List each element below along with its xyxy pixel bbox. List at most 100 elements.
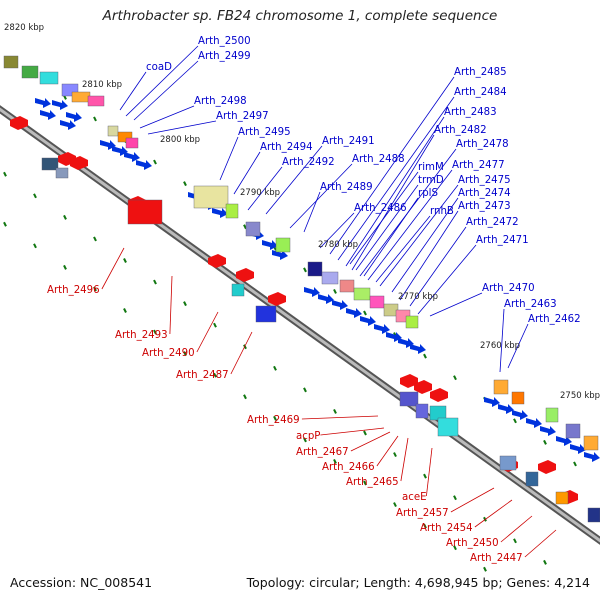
scale-label: 2800 kbp bbox=[160, 135, 200, 145]
gene-block bbox=[405, 315, 419, 329]
leader-line bbox=[147, 120, 217, 135]
leader-line bbox=[230, 331, 253, 375]
tick-mark bbox=[33, 193, 37, 199]
gene-label-arth-2494: Arth_2494 bbox=[260, 142, 313, 153]
leader-line bbox=[303, 191, 321, 233]
tick-mark bbox=[183, 351, 187, 357]
gene-label-arth-2493: Arth_2493 bbox=[115, 330, 168, 341]
leader-line bbox=[391, 197, 459, 293]
leader-line bbox=[301, 415, 379, 420]
gene-block bbox=[353, 287, 371, 301]
tick-mark bbox=[183, 181, 187, 187]
gene-label-arth-2488: Arth_2488 bbox=[352, 154, 405, 165]
gene-label-arth-2484: Arth_2484 bbox=[454, 87, 507, 98]
tick-mark bbox=[573, 461, 577, 467]
gene-block bbox=[493, 379, 509, 395]
tick-mark bbox=[303, 437, 307, 443]
tick-mark bbox=[303, 387, 307, 393]
tick-mark bbox=[453, 545, 457, 551]
leader-line bbox=[169, 275, 173, 335]
leader-line bbox=[119, 71, 147, 111]
tick-mark bbox=[333, 288, 337, 294]
gene-label-arth-2475: Arth_2475 bbox=[458, 175, 511, 186]
gene-label-arth-2478: Arth_2478 bbox=[456, 139, 509, 150]
reverse-gene-arrow bbox=[70, 156, 88, 170]
label-leaders bbox=[101, 45, 557, 558]
gene-block bbox=[307, 261, 323, 277]
forward-gene-arrow bbox=[540, 426, 556, 436]
tick-mark bbox=[483, 566, 487, 572]
forward-gene-arrow bbox=[124, 152, 140, 162]
scale-label: 2760 kbp bbox=[480, 341, 520, 351]
tick-mark bbox=[453, 375, 457, 381]
leader-line bbox=[265, 145, 323, 215]
leader-line bbox=[359, 148, 457, 277]
gene-label-rpls: rplS bbox=[418, 188, 438, 199]
forward-gene-arrow bbox=[212, 208, 228, 218]
tick-mark bbox=[393, 452, 397, 458]
reverse-gene-arrow bbox=[414, 380, 432, 394]
gene-label-rimm: rimM bbox=[418, 162, 444, 173]
gene-block bbox=[193, 185, 229, 209]
leader-line bbox=[233, 151, 261, 195]
leader-line bbox=[345, 116, 445, 267]
gene-block bbox=[3, 55, 19, 69]
forward-gene-arrow bbox=[410, 344, 426, 354]
forward-gene-arrow bbox=[374, 324, 390, 334]
forward-gene-arrow bbox=[512, 410, 528, 420]
gene-block bbox=[41, 157, 59, 171]
topology-stats: Topology: circular; Length: 4,698,945 bp… bbox=[246, 575, 590, 590]
gene-label-arth-2469: Arth_2469 bbox=[247, 415, 300, 426]
scale-label: 2750 kbp bbox=[560, 391, 600, 401]
scale-label: 2810 kbp bbox=[82, 80, 122, 90]
tick-mark bbox=[153, 329, 157, 335]
leader-line bbox=[376, 435, 399, 467]
gene-label-arth-2492: Arth_2492 bbox=[282, 157, 335, 168]
gene-label-arth-2463: Arth_2463 bbox=[504, 299, 557, 310]
forward-gene-arrow bbox=[40, 110, 56, 120]
gene-label-arth-2457: Arth_2457 bbox=[396, 508, 449, 519]
gene-block bbox=[117, 131, 133, 143]
gene-label-acpp: acpP bbox=[296, 431, 320, 442]
tick-mark bbox=[243, 394, 247, 400]
tick-mark bbox=[3, 171, 7, 177]
tick-mark bbox=[123, 258, 127, 263]
gene-block bbox=[55, 167, 69, 179]
forward-gene-arrow bbox=[60, 120, 76, 130]
gene-label-arth-2490: Arth_2490 bbox=[142, 348, 195, 359]
gene-block bbox=[225, 203, 239, 219]
leader-line bbox=[247, 166, 283, 211]
gene-block bbox=[399, 391, 419, 407]
tick-mark bbox=[153, 159, 157, 165]
leader-line bbox=[196, 311, 219, 353]
gene-block bbox=[415, 403, 429, 419]
reverse-gene-arrow bbox=[400, 374, 418, 388]
gene-block bbox=[87, 95, 105, 107]
forward-gene-arrow bbox=[556, 436, 572, 446]
gene-block bbox=[39, 71, 59, 85]
leader-line bbox=[426, 447, 433, 497]
tick-mark bbox=[273, 365, 277, 371]
gene-label-arth-2495: Arth_2495 bbox=[238, 127, 291, 138]
tick-mark bbox=[333, 458, 337, 464]
tick-mark bbox=[183, 301, 187, 307]
gene-label-arth-2491: Arth_2491 bbox=[322, 136, 375, 147]
scale-label: 2770 kbp bbox=[398, 292, 438, 302]
gene-block bbox=[71, 91, 91, 103]
gene-block bbox=[587, 507, 600, 523]
gene-labels: coaDArth_2500Arth_2499Arth_2498Arth_2497… bbox=[47, 36, 581, 564]
forward-gene-arrow bbox=[66, 112, 82, 122]
tick-mark bbox=[543, 439, 547, 445]
gene-label-arth-2483: Arth_2483 bbox=[444, 107, 497, 118]
scale-label: 2820 kbp bbox=[4, 23, 44, 33]
tick-mark bbox=[213, 322, 217, 328]
gene-label-arth-2500: Arth_2500 bbox=[198, 36, 251, 47]
gene-block bbox=[127, 199, 163, 225]
forward-gene-arrow bbox=[498, 404, 514, 414]
tick-mark bbox=[423, 473, 427, 479]
forward-gene-arrow bbox=[484, 397, 500, 407]
reverse-gene-arrow bbox=[268, 292, 286, 306]
gene-label-arth-2462: Arth_2462 bbox=[528, 314, 581, 325]
tick-mark bbox=[123, 308, 127, 313]
